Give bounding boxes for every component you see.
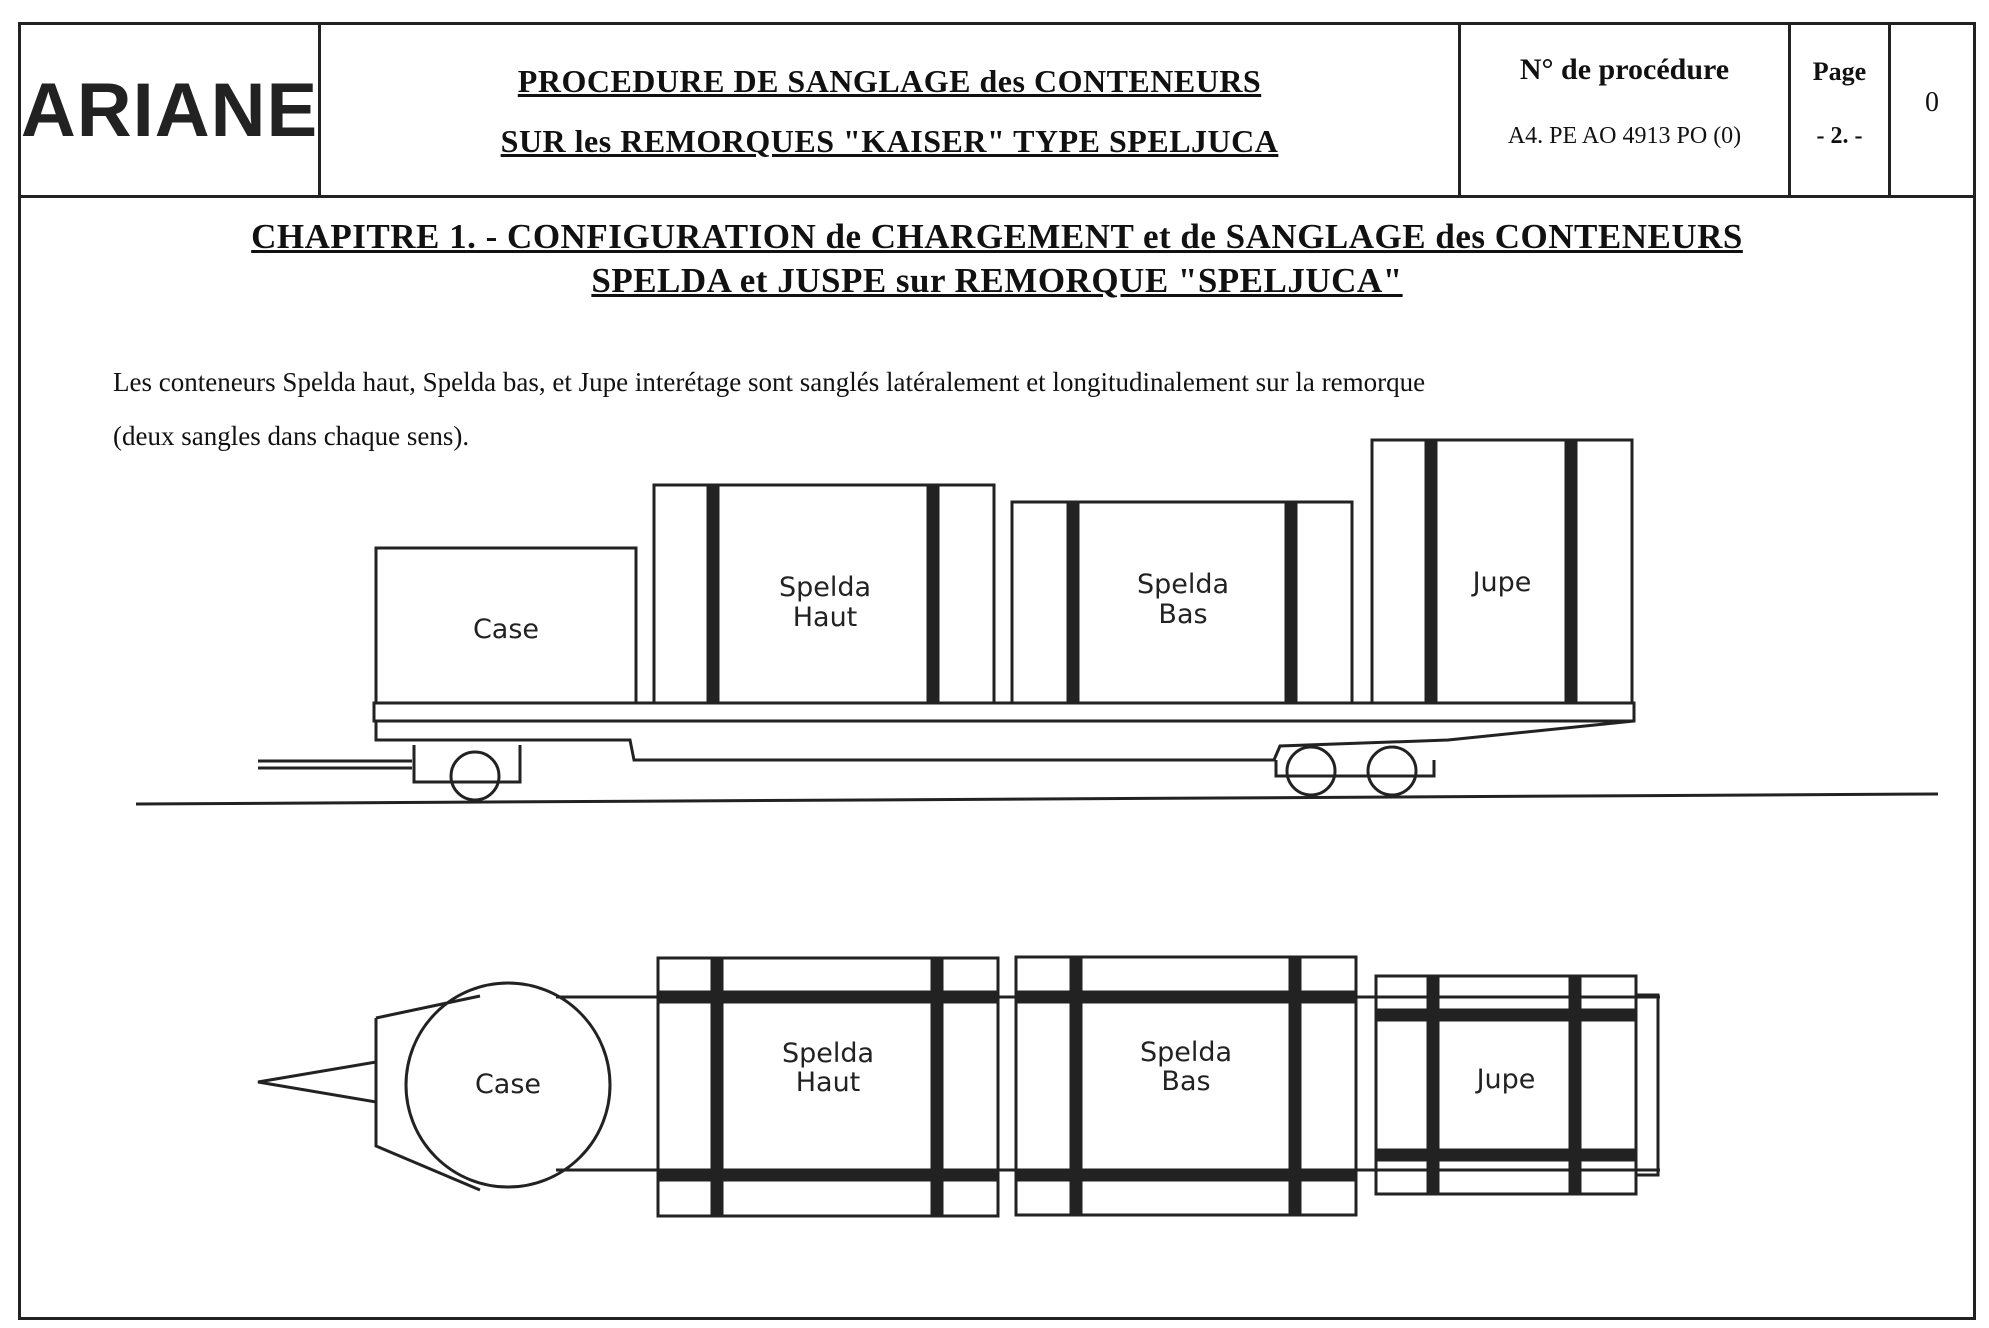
top-spelda-bas-label-2: Bas bbox=[1161, 1066, 1210, 1097]
page-label: Page bbox=[1812, 57, 1867, 86]
side-view bbox=[135, 438, 1939, 806]
side-spelda-haut-label-2: Haut bbox=[793, 602, 858, 633]
top-case-label: Case bbox=[475, 1069, 541, 1100]
top-spelda-haut-label-2: Haut bbox=[796, 1067, 861, 1098]
side-trailer-deck bbox=[258, 701, 1636, 784]
side-front-wheel bbox=[449, 750, 501, 802]
side-spelda-haut-label-1: Spelda bbox=[779, 572, 871, 603]
procedure-label: N° de procédure bbox=[1519, 53, 1730, 86]
top-spelda-bas-label-1: Spelda bbox=[1140, 1037, 1232, 1068]
procedure-number: A4. PE AO 4913 PO (0) bbox=[1507, 123, 1742, 149]
page-number: - 2. - bbox=[1816, 123, 1863, 149]
revision-number: 0 bbox=[1925, 87, 1939, 118]
title-cell: PROCEDURE DE SANGLAGE des CONTENEURS SUR… bbox=[321, 25, 1461, 195]
document-title-line1: PROCEDURE DE SANGLAGE des CONTENEURS bbox=[517, 63, 1262, 99]
top-spelda-haut-container bbox=[656, 956, 1000, 1218]
top-spelda-haut-label-1: Spelda bbox=[782, 1038, 874, 1069]
side-jupe-label: Jupe bbox=[1471, 567, 1532, 598]
top-case-container bbox=[404, 981, 612, 1189]
revision-cell: 0 bbox=[1891, 25, 1973, 195]
document-title-line2: SUR les REMORQUES "KAISER" TYPE SPELJUCA bbox=[500, 123, 1279, 159]
top-jupe-label: Jupe bbox=[1475, 1064, 1536, 1095]
side-rear-wheel-2 bbox=[1366, 745, 1418, 797]
side-case-label: Case bbox=[473, 614, 539, 645]
top-view bbox=[257, 955, 1660, 1218]
ground-line bbox=[135, 792, 1939, 806]
top-spelda-bas-container bbox=[1014, 955, 1358, 1217]
top-jupe-container bbox=[1374, 974, 1660, 1196]
side-spelda-bas-label-2: Bas bbox=[1158, 599, 1207, 630]
procedure-cell: N° de procédure A4. PE AO 4913 PO (0) bbox=[1461, 25, 1791, 195]
document-page: ARIANE PROCEDURE DE SANGLAGE des CONTENE… bbox=[18, 22, 1976, 1320]
chapter-title-line2: SPELDA et JUSPE sur REMORQUE "SPELJUCA" bbox=[591, 261, 1403, 300]
side-rear-wheel-1 bbox=[1285, 745, 1337, 797]
ariane-logo: ARIANE bbox=[20, 67, 319, 153]
logo-cell: ARIANE bbox=[21, 25, 321, 195]
chapter-title-line1: CHAPITRE 1. - CONFIGURATION de CHARGEMEN… bbox=[251, 217, 1743, 256]
intro-line2: (deux sangles dans chaque sens). bbox=[113, 421, 470, 451]
page-cell: Page - 2. - bbox=[1791, 25, 1891, 195]
document-header: ARIANE PROCEDURE DE SANGLAGE des CONTENE… bbox=[21, 25, 1973, 198]
top-drawbar bbox=[257, 1060, 378, 1104]
intro-line1: Les conteneurs Spelda haut, Spelda bas, … bbox=[113, 367, 1426, 397]
side-spelda-bas-label-1: Spelda bbox=[1137, 569, 1229, 600]
top-front-frame bbox=[374, 1018, 481, 1192]
